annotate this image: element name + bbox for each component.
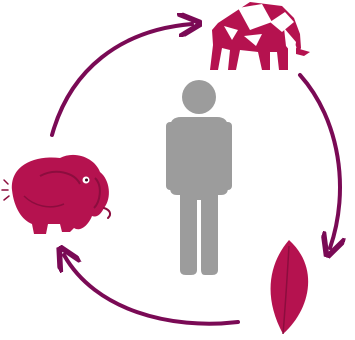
arrow-leaf-to-cartoon xyxy=(64,255,240,326)
arrow-geometric-to-leaf xyxy=(298,73,340,248)
cycle-arrows xyxy=(50,24,340,326)
geometric-elephant-icon xyxy=(210,2,310,70)
arrow-cartoon-to-geometric xyxy=(50,24,192,137)
person-icon xyxy=(166,80,232,275)
cartoon-elephant-icon xyxy=(1,154,112,234)
leaf-icon xyxy=(270,240,309,335)
